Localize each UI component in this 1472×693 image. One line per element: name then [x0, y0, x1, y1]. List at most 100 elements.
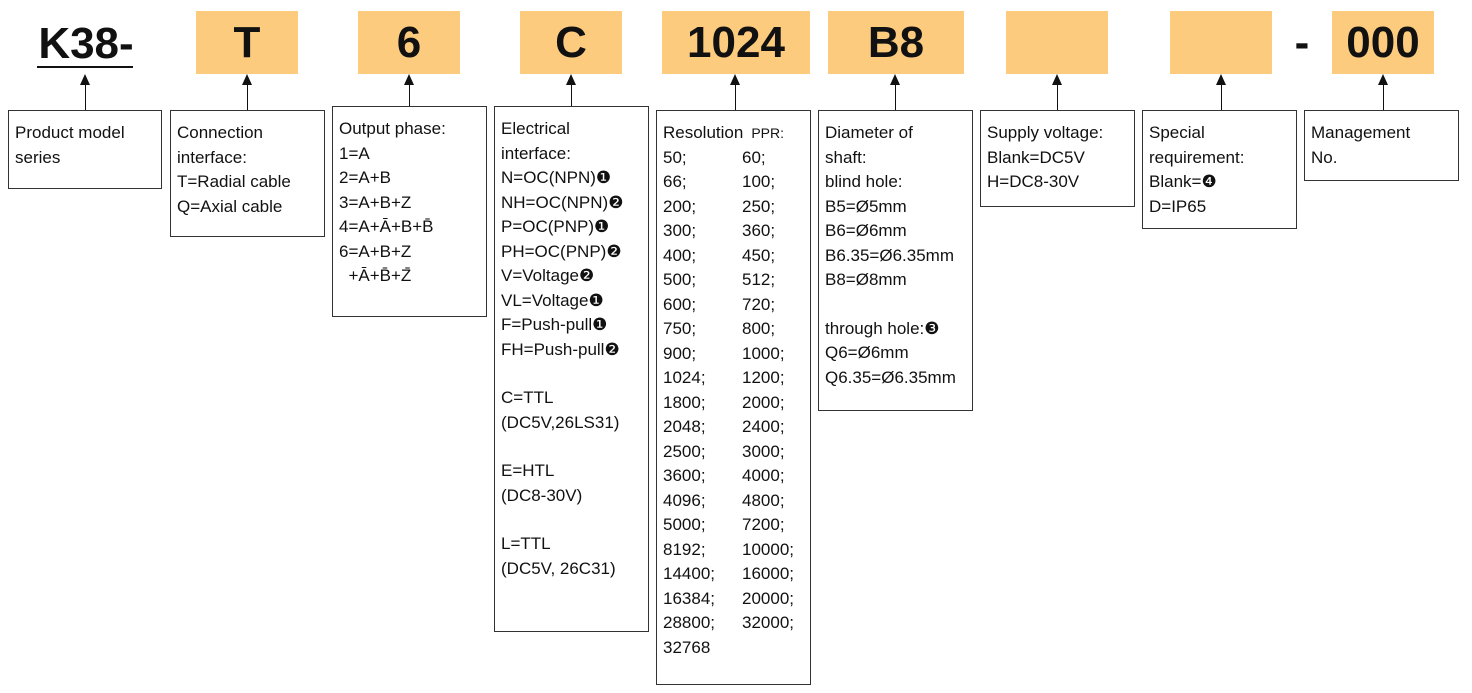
code-cell-special — [1170, 11, 1272, 74]
arrow-resolution — [730, 74, 740, 111]
resolution-value: 100; — [742, 172, 776, 191]
resolution-value: 32000; — [742, 613, 794, 632]
spec-line: Product model — [15, 123, 125, 142]
resolution-value: 14400; — [663, 564, 715, 583]
resolution-value: 750; — [663, 319, 697, 338]
resolution-value: 16384; — [663, 588, 715, 608]
spec-line: C=TTL — [501, 388, 554, 407]
resolution-value: 2500; — [663, 441, 706, 461]
spec-line: Diameter of — [825, 123, 913, 142]
spec-line: FH=Push-pull❷ — [501, 339, 620, 359]
resolution-value: 512; — [742, 270, 776, 289]
spec-line: L=TTL — [501, 534, 551, 553]
resolution-value — [742, 636, 812, 661]
spec-line: Q6.35=Ø6.35mm — [825, 367, 956, 387]
resolution-value: 600; — [663, 294, 697, 314]
resolution-value: 200; — [663, 196, 697, 216]
spec-line: F=Push-pull❶ — [501, 315, 608, 334]
spacer — [501, 508, 644, 532]
resolution-value: 1800; — [663, 392, 706, 412]
model-underline — [37, 66, 133, 68]
resolution-value: 60; — [742, 147, 766, 167]
spec-line: PH=OC(PNP)❷ — [501, 241, 622, 261]
resolution-value: 500; — [663, 270, 697, 289]
code-cell-management: 000 — [1332, 11, 1434, 74]
spec-line: (DC5V, 26C31) — [501, 558, 616, 578]
resolution-value: 4800; — [742, 490, 785, 510]
resolution-value: 7200; — [742, 515, 785, 534]
resolution-value: 8192; — [663, 539, 706, 559]
resolution-value: 250; — [742, 196, 776, 216]
spec-line: blind hole: — [825, 172, 903, 191]
resolution-value: 28800; — [663, 613, 715, 632]
spec-line: 3=A+B+Z — [339, 192, 412, 212]
arrow-shaft — [890, 74, 900, 111]
resolution-value: 300; — [663, 221, 697, 240]
spec-line: VL=Voltage❶ — [501, 290, 604, 310]
spacer — [501, 435, 644, 459]
code-cell-output: 6 — [358, 11, 460, 74]
resolution-value: 1024; — [663, 368, 706, 387]
arrow-electrical — [566, 74, 576, 111]
spec-line: Special — [1149, 123, 1205, 142]
code-cell-connection: T — [196, 11, 298, 74]
resolution-value: 32768 — [663, 637, 711, 657]
spec-line: NH=OC(NPN)❷ — [501, 192, 624, 212]
arrow-special — [1216, 74, 1226, 111]
spec-line: D=IP65 — [1149, 196, 1207, 216]
spec-line: Q=Axial cable — [177, 196, 283, 216]
spec-line: N=OC(NPN)❶ — [501, 168, 612, 187]
separator-dash: - — [1294, 18, 1310, 67]
spec-line: Blank=❹ — [1149, 172, 1217, 191]
spec-line: (DC5V,26LS31) — [501, 412, 620, 432]
spec-line: B5=Ø5mm — [825, 196, 907, 216]
resolution-value: 1000; — [742, 343, 785, 363]
spec-line: series — [15, 147, 61, 167]
resolution-value: 2000; — [742, 392, 785, 412]
arrow-supply — [1052, 74, 1062, 111]
spec-line: 6=A+B+Z — [339, 241, 412, 261]
resolution-value: 10000; — [742, 539, 794, 559]
resolution-value: 720; — [742, 294, 776, 314]
spec-line: H=DC8-30V — [987, 172, 1080, 191]
spec-line: Electrical — [501, 119, 570, 138]
resolution-value: 400; — [663, 245, 697, 265]
spec-line: (DC8-30V) — [501, 485, 583, 505]
spec-line: No. — [1311, 147, 1338, 167]
resolution-value: 1200; — [742, 368, 785, 387]
spec-line: 4=A+Ā+B+B̄ — [339, 217, 434, 236]
spec-line: Blank=DC5V — [987, 147, 1085, 167]
resolution-value: 4096; — [663, 490, 706, 510]
spec-line: Management — [1311, 123, 1411, 142]
model-prefix: K38- — [38, 19, 134, 68]
resolution-value: 360; — [742, 221, 776, 240]
spec-line: V=Voltage❷ — [501, 266, 595, 285]
code-cell-electrical: C — [520, 11, 622, 74]
resolution-value: 450; — [742, 245, 776, 265]
code-cell-shaft: B8 — [828, 11, 964, 74]
resolution-value: 16000; — [742, 564, 794, 583]
code-cell-resolution: 1024 — [662, 11, 810, 74]
spec-line: Output phase: — [339, 119, 446, 138]
resolution-grid: 50; 60; 66; 100; 200; 250; 300; 360; 400; 450; 500… — [663, 146, 806, 661]
resolution-value: 800; — [742, 319, 776, 338]
resolution-value: 5000; — [663, 515, 706, 534]
spec-line: +Ā+B̄+Z̄ — [339, 266, 412, 285]
resolution-value: 20000; — [742, 588, 794, 608]
spec-line: through hole:❸ — [825, 318, 940, 338]
spec-line: P=OC(PNP)❶ — [501, 217, 610, 236]
resolution-value: 3600; — [663, 466, 706, 485]
resolution-value: 50; — [663, 147, 687, 167]
spec-line: interface: — [177, 147, 247, 167]
spacer — [501, 362, 644, 386]
arrow-connection — [242, 74, 252, 111]
spec-line: B6=Ø6mm — [825, 221, 907, 240]
spec-line: B6.35=Ø6.35mm — [825, 245, 954, 265]
resolution-value: 66; — [663, 172, 687, 191]
